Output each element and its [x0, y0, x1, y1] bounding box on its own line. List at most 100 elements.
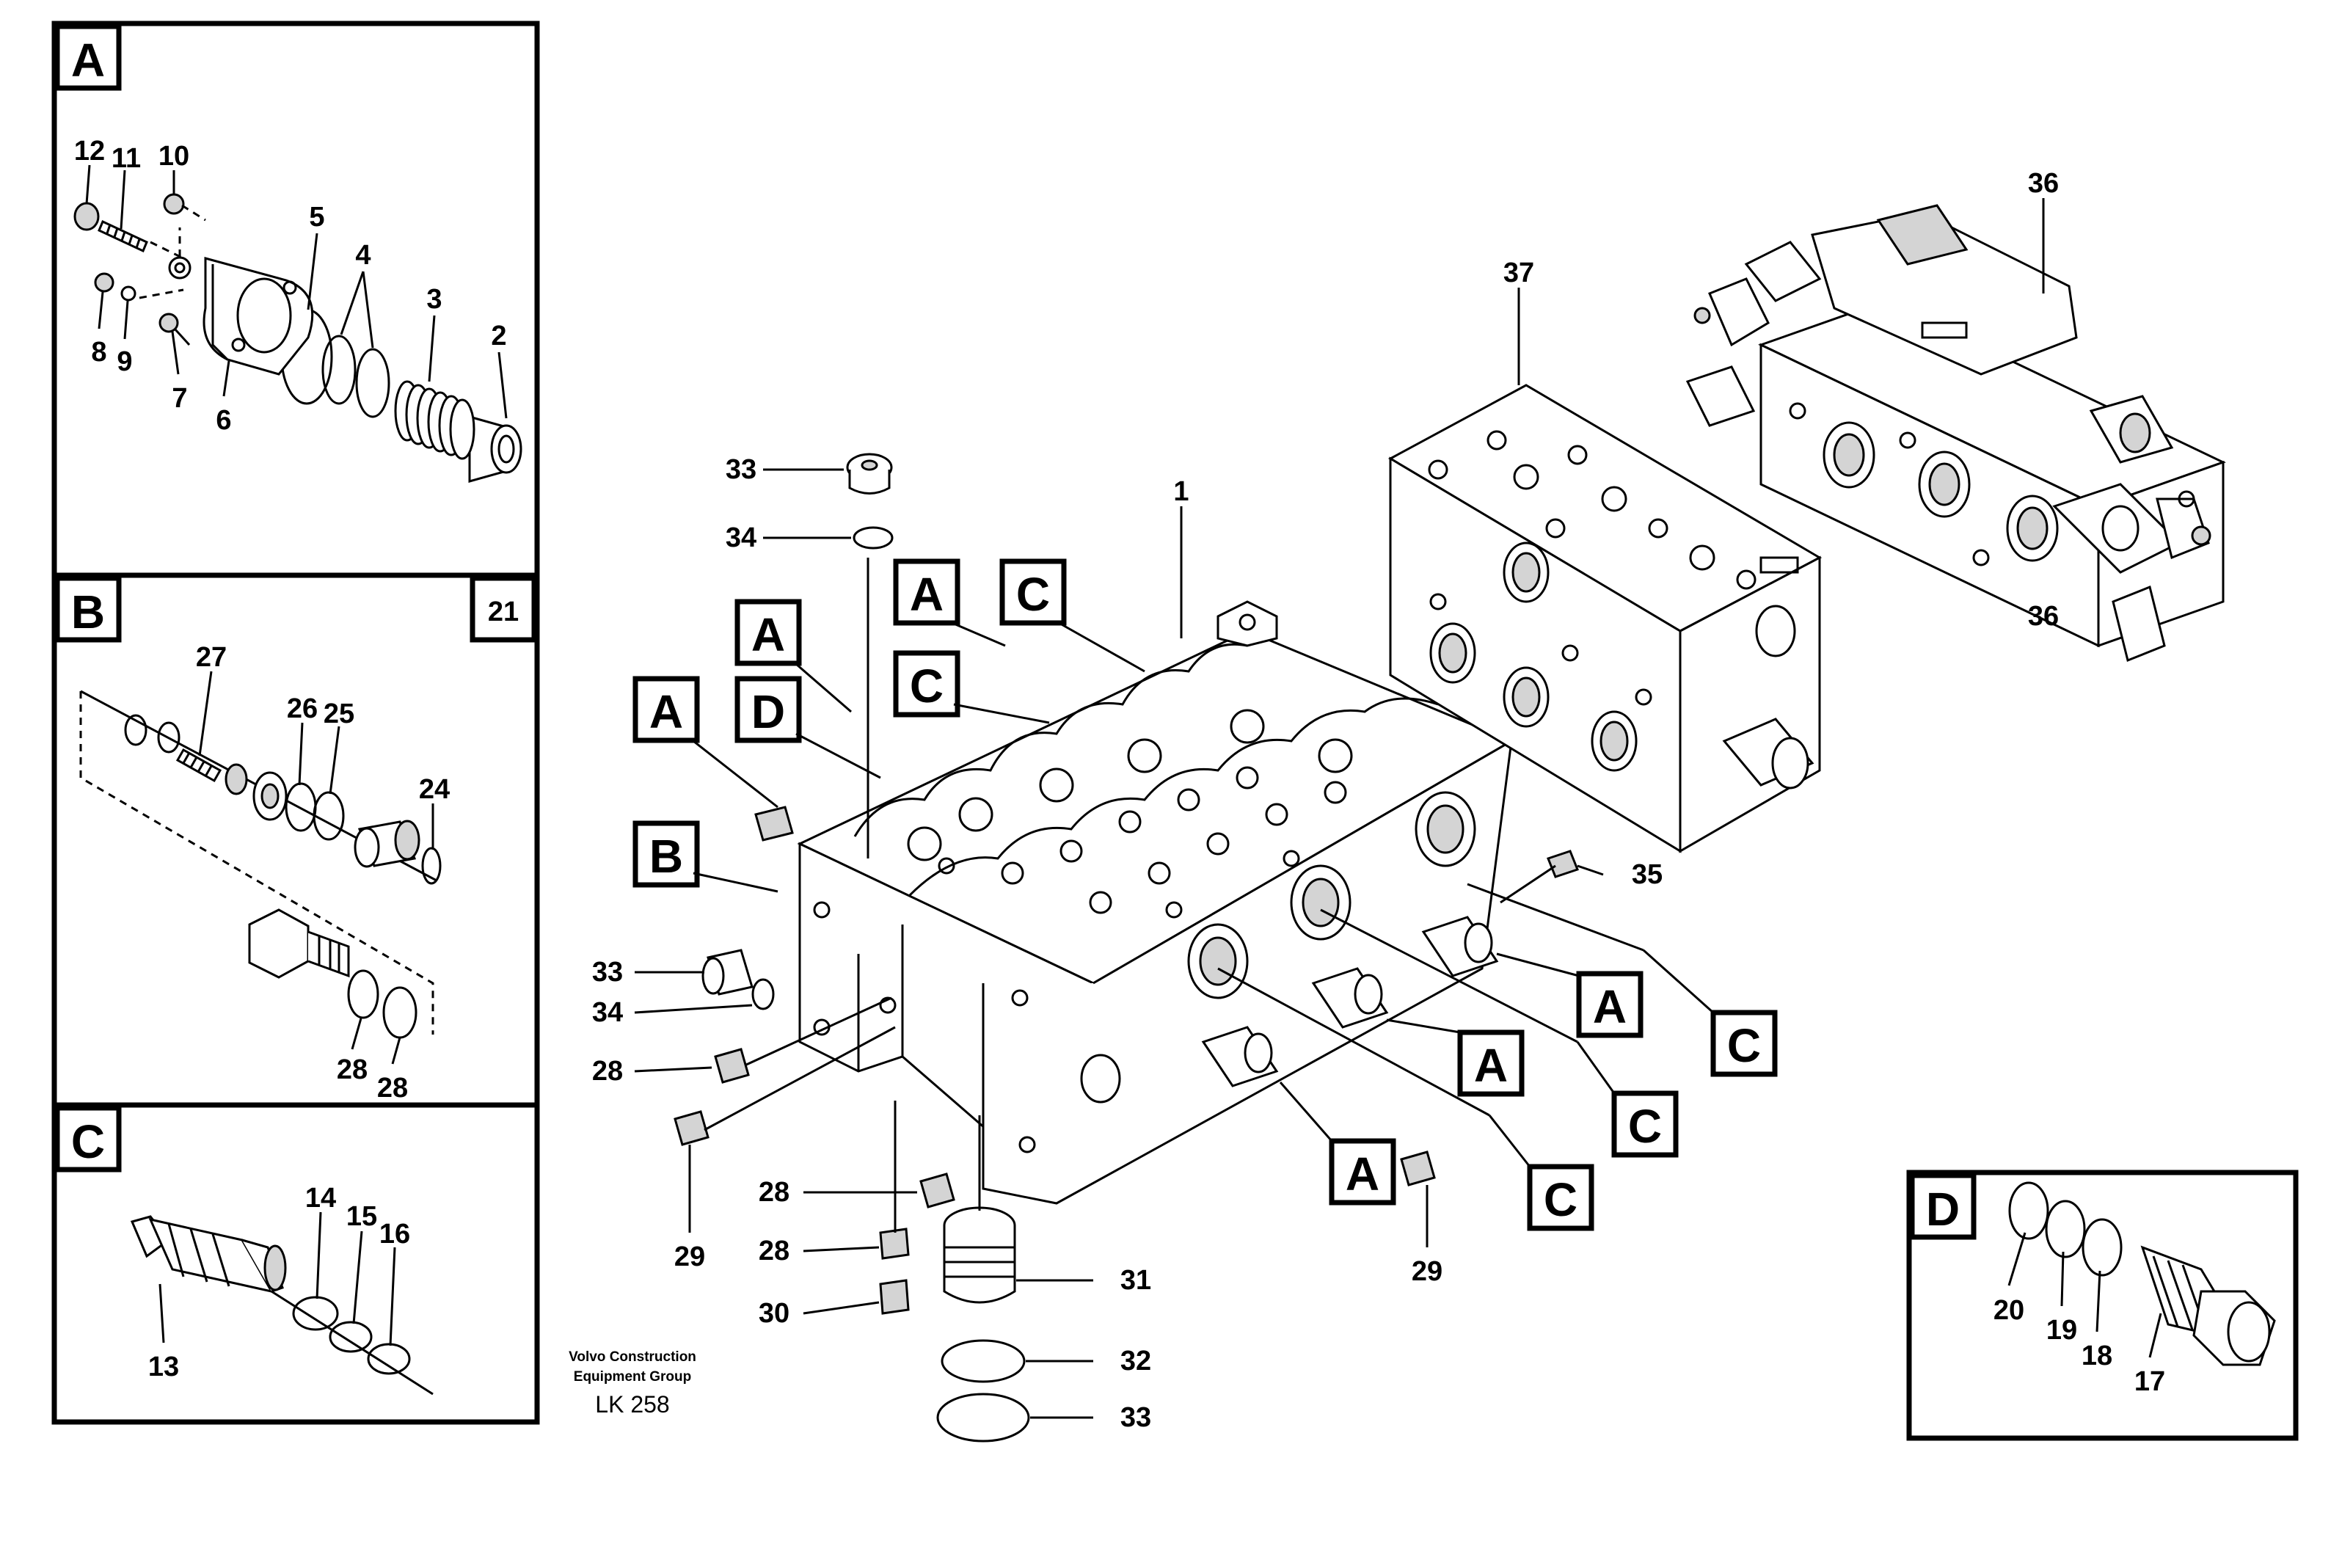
panel-a-title: A	[71, 34, 105, 87]
callout-12: 12	[74, 136, 105, 167]
svg-text:C: C	[1016, 568, 1050, 621]
cap-nut-part	[73, 202, 100, 231]
callout-5: 5	[309, 202, 324, 233]
callout-7: 7	[172, 383, 187, 414]
callout-28-center: 28	[759, 1177, 789, 1208]
callout-20: 20	[1993, 1295, 2024, 1326]
svg-text:A: A	[1593, 980, 1627, 1033]
svg-text:A: A	[1346, 1148, 1379, 1200]
callout-27: 28	[337, 1054, 368, 1085]
panel-b-title: B	[71, 586, 105, 638]
callout-14: 14	[305, 1183, 336, 1214]
callout-16: 16	[379, 1219, 410, 1250]
callout-32: 33	[1120, 1402, 1151, 1433]
plug-part	[701, 949, 754, 996]
callout-33-top: 33	[726, 454, 756, 485]
check-valve-plug-part	[2140, 1245, 2276, 1366]
callout-11: 11	[112, 143, 141, 174]
callout-4: 4	[355, 240, 371, 271]
section-ref-box: A	[734, 599, 852, 713]
section-ref-box: D	[734, 676, 881, 779]
callout-37: 37	[1503, 258, 1534, 288]
port-fitting-part	[1421, 916, 1499, 977]
svg-text:B: B	[649, 830, 683, 883]
poppet-part	[252, 771, 288, 821]
detail-panel-a: A	[51, 21, 540, 578]
callout-24: 26	[287, 693, 318, 724]
set-screw-part	[98, 219, 148, 253]
callout-9: 9	[117, 346, 132, 377]
callout-28-left: 28	[592, 1056, 623, 1087]
callout-13: 13	[148, 1352, 179, 1382]
drawing-code: LK 258	[595, 1391, 669, 1418]
o-ring-part	[347, 969, 379, 1019]
washer-part	[225, 763, 248, 795]
backup-ring-part	[329, 1321, 373, 1353]
callout-29-lower: 30	[759, 1298, 789, 1329]
panel-c-title: C	[71, 1115, 105, 1168]
callout-22: 24	[419, 774, 450, 805]
callout-10: 10	[158, 141, 189, 172]
screw-part	[94, 272, 114, 293]
backup-ring-part	[382, 986, 417, 1039]
o-ring-part	[292, 1296, 339, 1331]
section-ref-box: A	[1496, 952, 1644, 1038]
svg-text:A: A	[1474, 1039, 1508, 1092]
o-ring-part	[313, 791, 345, 841]
section-ref-box: B	[632, 820, 778, 893]
plug-part	[754, 806, 794, 842]
intermediate-block-part	[1387, 384, 1823, 853]
spring-part	[175, 748, 222, 783]
o-ring-part	[2008, 1181, 2049, 1240]
washer-part	[120, 285, 136, 302]
relief-valve-cartridge-part	[130, 1215, 287, 1294]
spring-part	[394, 380, 475, 460]
section-ref-box: A	[893, 558, 1006, 647]
detail-panel-d: D 20 19 18 17	[1906, 1170, 2299, 1441]
svg-text:C: C	[910, 660, 944, 712]
plug-part	[1547, 850, 1579, 878]
section-ref-box: A	[1279, 1082, 1396, 1206]
svg-text:C: C	[1727, 1019, 1761, 1072]
plug-part	[1400, 1151, 1436, 1186]
o-ring-part	[941, 1339, 1026, 1383]
o-ring-part	[751, 978, 775, 1010]
callout-35: 35	[1632, 859, 1663, 890]
callout-2: 2	[491, 321, 506, 351]
plug-part	[714, 1048, 750, 1084]
plug-part	[879, 1228, 910, 1260]
spring-cap-part	[468, 415, 522, 483]
section-ref-box: C	[999, 558, 1145, 673]
plug-part	[248, 908, 350, 979]
backup-ring-part	[2045, 1200, 2086, 1258]
backup-ring-part	[936, 1393, 1030, 1443]
callout-30: 31	[1120, 1265, 1151, 1296]
o-ring-part	[157, 721, 180, 754]
callout-15: 15	[346, 1201, 377, 1232]
port-fitting-part	[1311, 967, 1389, 1029]
callout-17: 17	[2134, 1366, 2165, 1397]
callout-1: 1	[1173, 476, 1189, 507]
detail-panel-b: B 21	[51, 572, 540, 1108]
callout-36-bottom: 36	[2028, 601, 2059, 632]
svg-text:C: C	[1628, 1100, 1662, 1153]
publisher-line-2: Equipment Group	[574, 1369, 691, 1385]
o-ring-part	[321, 335, 357, 405]
callout-19: 19	[2046, 1315, 2077, 1346]
section-ref-box: C	[1467, 883, 1778, 1077]
large-plug-part	[943, 1206, 1016, 1304]
callout-26: 28	[377, 1073, 408, 1104]
svg-text:D: D	[751, 685, 785, 738]
svg-text:A: A	[649, 685, 683, 738]
svg-text:A: A	[751, 608, 785, 661]
callout-28-lower: 28	[759, 1236, 789, 1266]
plug-part	[846, 453, 893, 495]
nut-part	[163, 193, 185, 215]
callout-6: 6	[216, 405, 231, 436]
snap-ring-part	[421, 847, 442, 885]
main-valve-block-part	[797, 600, 1514, 1205]
publisher-block: Volvo Construction Equipment Group LK 25…	[569, 1349, 696, 1418]
section-ref-box: C	[1217, 967, 1594, 1231]
svg-text:A: A	[910, 568, 944, 621]
callout-34-side: 34	[592, 997, 623, 1028]
